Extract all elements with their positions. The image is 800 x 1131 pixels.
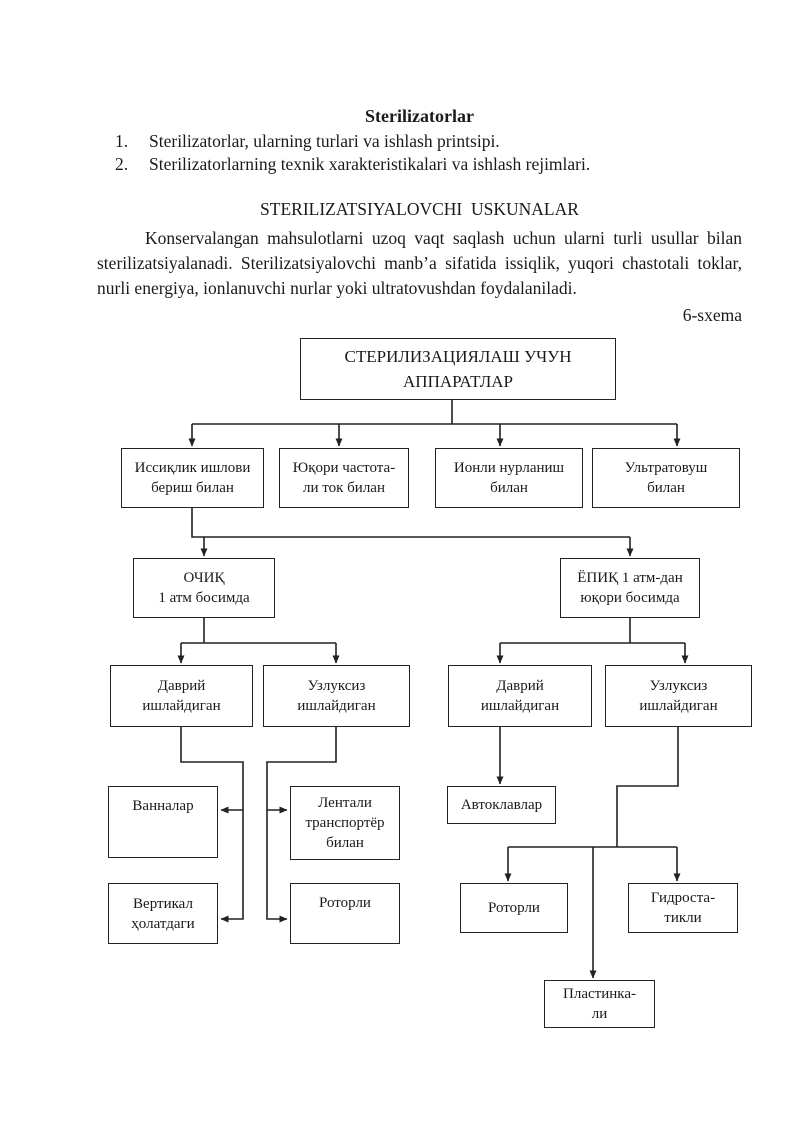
flow-node-vannalar: Ванналар [108,786,218,858]
flow-node-rotorli-left: Роторли [290,883,400,944]
list-item-number: 1. [115,131,129,151]
body-paragraph: Konservalangan mahsulotlarni uzoq vaqt s… [97,228,742,298]
numbered-list: 1. Sterilizatorlar, ularning turlari va … [115,130,742,176]
list-item-number: 2. [115,154,129,174]
flow-node-uzluksiz-right: Узлуксиз ишлайдиган [605,665,752,727]
list-item-text: Sterilizatorlar, ularning turlari va ish… [149,131,500,151]
flowchart: СТЕРИЛИЗАЦИЯЛАШ УЧУН АППАРАТЛАР Иссиқлик… [0,330,800,1050]
list-item-text: Sterilizatorlarning texnik xarakteristik… [149,154,591,174]
flow-node-lentali: Лентали транспортёр билан [290,786,400,860]
flow-node-issiqlik: Иссиқлик ишлови бериш билан [121,448,264,508]
page-title: Sterilizatorlar [365,106,474,126]
flow-node-davriy-right: Даврий ишлайдиган [448,665,592,727]
flow-node-vertikal: Вертикал ҳолатдаги [108,883,218,944]
document-text-block: Sterilizatorlar 1. Sterilizatorlar, ular… [97,106,742,326]
flow-connectors [177,400,689,979]
flow-node-avtoklavlar: Автоклавлар [447,786,556,824]
flow-node-root: СТЕРИЛИЗАЦИЯЛАШ УЧУН АППАРАТЛАР [300,338,616,400]
flow-node-davriy-left: Даврий ишлайдиган [110,665,253,727]
flow-node-rotorli-right: Роторли [460,883,568,933]
flow-node-ultratovush: Ультратовуш билан [592,448,740,508]
flow-node-uzluksiz-left: Узлуксиз ишлайдиган [263,665,410,727]
section-heading: STERILIZATSIYALOVCHI USKUNALAR [260,199,579,219]
flow-node-ochiq: ОЧИҚ 1 атм босимда [133,558,275,618]
flow-node-yopiq: ЁПИҚ 1 атм-дан юқори босимда [560,558,700,618]
flow-node-ionli: Ионли нурланиш билан [435,448,583,508]
schema-number-label: 6-sxema [682,305,742,325]
flow-node-plastinkali: Пластинка- ли [544,980,655,1028]
flow-node-chastota: Юқори частота- ли ток билан [279,448,409,508]
list-item: 1. Sterilizatorlar, ularning turlari va … [115,130,742,153]
list-item: 2. Sterilizatorlarning texnik xarakteris… [115,153,742,176]
flow-node-gidrostatikli: Гидроста- тикли [628,883,738,933]
